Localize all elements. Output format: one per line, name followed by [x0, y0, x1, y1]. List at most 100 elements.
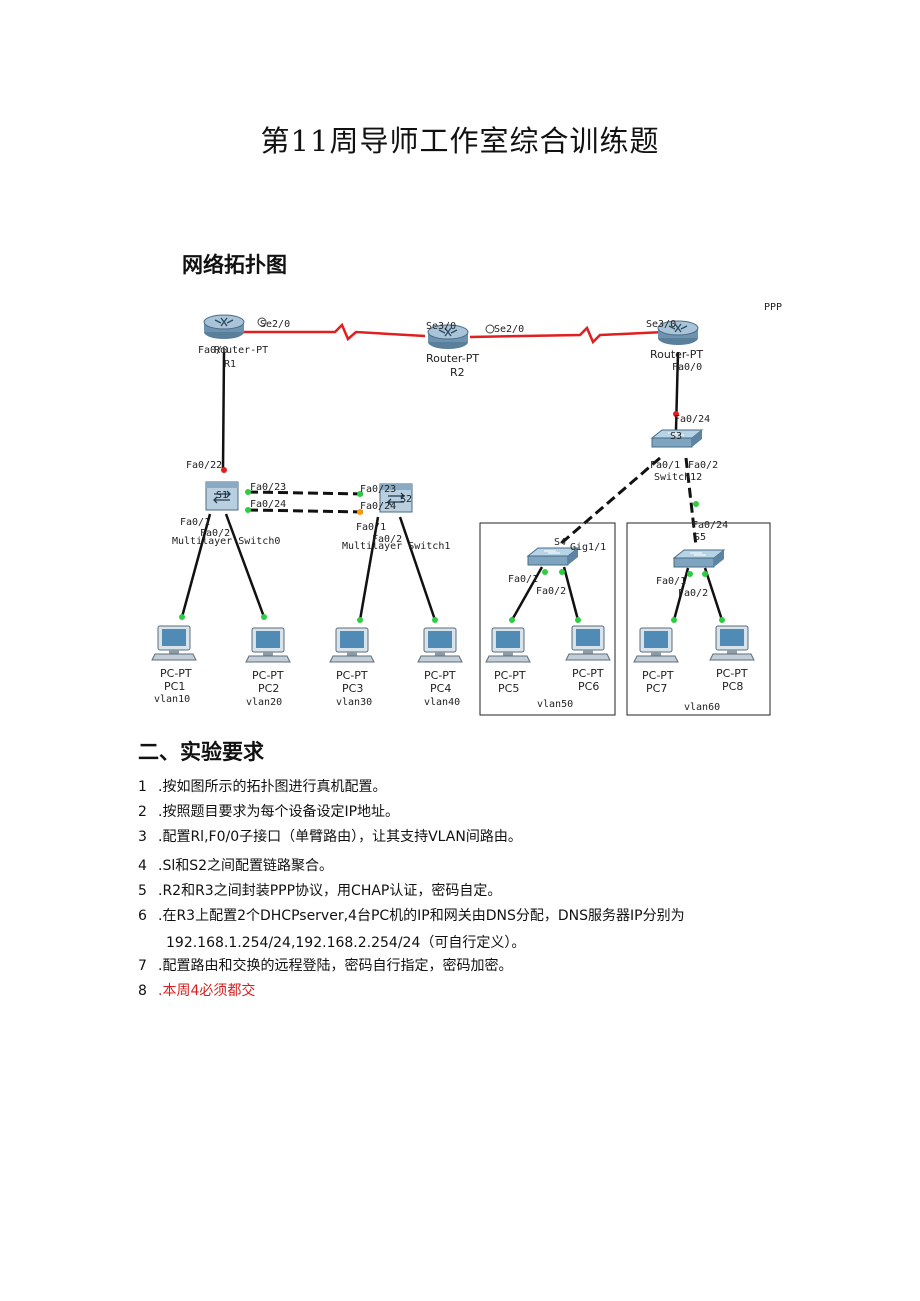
- s1-model-label: Multilayer Switch0: [172, 536, 280, 547]
- pc-pc4[interactable]: PC-PT PC4 vlan40: [417, 627, 463, 708]
- pc4-name: PC4: [430, 682, 451, 695]
- serial-link-r2-r3: [469, 325, 666, 345]
- link-r3-s3: [674, 351, 680, 431]
- pc7-type: PC-PT: [642, 669, 674, 682]
- s3-port-label: Fa0/24: [674, 414, 710, 425]
- ppp-label: PPP: [764, 302, 782, 313]
- s2-model-label: Multilayer Switch1: [342, 541, 450, 552]
- pc6-name: PC6: [578, 680, 599, 693]
- pc-pc8[interactable]: PC-PT PC8: [709, 625, 755, 693]
- s3-port-label: Fa0/1: [650, 460, 680, 471]
- pc2-vlan: vlan20: [246, 697, 282, 708]
- s3-model-label: Switch12: [654, 472, 702, 483]
- pc-pc7[interactable]: PC-PT PC7: [633, 627, 679, 695]
- link-s4-pc6: [562, 566, 580, 621]
- link-s3-s4: [557, 456, 661, 548]
- pc4-type: PC-PT: [424, 669, 456, 682]
- r3-port-label: Se3/0: [646, 319, 676, 330]
- s5-port-label: Fa0/1: [656, 576, 686, 587]
- pc3-name: PC3: [342, 682, 363, 695]
- pc-pc2[interactable]: PC-PT PC2 vlan20: [245, 627, 291, 708]
- link-s5-pc8: [703, 567, 724, 621]
- s1-port-label: Fa0/23: [250, 482, 286, 493]
- vlan60-label: vlan60: [684, 702, 720, 713]
- s5-port-label: Fa0/2: [678, 588, 708, 599]
- pc1-vlan: vlan10: [154, 694, 190, 705]
- r1-type-label: Router-PT: [214, 345, 268, 356]
- s3-name-label: S3: [670, 431, 682, 442]
- vlan50-label: vlan50: [537, 699, 573, 710]
- pc3-vlan: vlan30: [336, 697, 372, 708]
- switch-s2[interactable]: S2 Fa0/23 Fa0/24 Fa0/1 Fa0/2 Multilayer …: [342, 483, 450, 552]
- router-r3[interactable]: Se3/0 Router-PT Fa0/0: [646, 319, 703, 373]
- r2-port-label: Se3/0: [426, 321, 456, 332]
- topology-heading: 网络拓扑图: [182, 253, 287, 277]
- router-r2[interactable]: Se3/0 Se2/0 Router-PT R2: [426, 321, 524, 379]
- etherchannel-link-2: [247, 508, 366, 514]
- s2-port-label: Fa0/2: [372, 534, 402, 545]
- pc-pc6[interactable]: PC-PT PC6: [565, 625, 611, 693]
- s1-port-label: Fa0/22: [186, 460, 222, 471]
- pc1-name: PC1: [164, 680, 185, 693]
- r1-port-label: Fa0/0: [198, 345, 228, 356]
- link-s4-pc5: [510, 566, 544, 621]
- switch-s3[interactable]: Fa0/24 S3 Fa0/1 Fa0/2 Switch12: [650, 414, 718, 483]
- pc-pc3[interactable]: PC-PT PC3 vlan30: [329, 627, 375, 708]
- vlan60-box: [626, 522, 771, 716]
- requirement-item: 2.按照题目要求为每个设备设定IP地址。: [138, 804, 400, 820]
- pc2-name: PC2: [258, 682, 279, 695]
- link-s1-pc1: [180, 513, 212, 618]
- serial-link-r1-r2: [238, 322, 426, 342]
- s4-port-label: Fa0/2: [536, 586, 566, 597]
- requirements-heading: 二、实验要求: [138, 740, 264, 764]
- page-title: 第11周导师工作室综合训练题: [260, 124, 660, 158]
- pc3-type: PC-PT: [336, 669, 368, 682]
- s4-port-label: Fa0/1: [508, 574, 538, 585]
- s5-port-label: Fa0/24: [692, 520, 728, 531]
- requirement-continuation: 192.168.1.254/24,192.168.2.254/24（可自行定义）…: [166, 935, 526, 951]
- r2-name-label: R2: [450, 366, 465, 379]
- pc4-vlan: vlan40: [424, 697, 460, 708]
- network-topology-diagram: vlan50 vlan60 PPP Se2/0 Fa0/0 Router-PT …: [151, 302, 782, 716]
- requirement-item: 5.R2和R3之间封装PPP协议，用CHAP认证，密码自定。: [138, 883, 502, 899]
- requirement-item: 4.Sl和S2之间配置链路聚合。: [138, 858, 334, 874]
- s1-name-label: S1: [216, 490, 228, 501]
- pc6-type: PC-PT: [572, 667, 604, 680]
- s4-name-label: S4: [554, 537, 566, 548]
- pc1-type: PC-PT: [160, 667, 192, 680]
- pc2-type: PC-PT: [252, 669, 284, 682]
- s2-port-label: Fa0/24: [360, 501, 396, 512]
- requirement-item: 1.按如图所示的拓扑图进行真机配置。: [138, 779, 387, 795]
- requirement-item: 3.配置Rl,F0/0子接口（单臂路由），让其支持VLAN间路由。: [138, 829, 522, 845]
- s1-port-label: Fa0/1: [180, 517, 210, 528]
- link-s1-pc2: [224, 513, 266, 618]
- s2-port-label: Fa0/1: [356, 522, 386, 533]
- s2-name-label: S2: [400, 494, 412, 505]
- switch-s5[interactable]: Fa0/24 S5 Fa0/1 Fa0/2: [656, 520, 728, 599]
- r3-port-label: Fa0/0: [672, 362, 702, 373]
- switch-s1[interactable]: S1 Fa0/22 Fa0/23 Fa0/24 Fa0/1 Fa0/2 Mult…: [172, 460, 286, 547]
- requirement-item: 8.本周4必须都交: [138, 983, 256, 999]
- r2-type-label: Router-PT: [426, 352, 479, 365]
- r3-type-label: Router-PT: [650, 348, 703, 361]
- requirement-item: 6.在R3上配置2个DHCPserver,4台PC机的IP和网关由DNS分配，D…: [138, 908, 685, 924]
- r1-port-label: Se2/0: [260, 319, 290, 330]
- link-indicators: [179, 411, 725, 623]
- router-r1[interactable]: Se2/0 Fa0/0 Router-PT R1: [198, 314, 290, 370]
- link-s2-pc3: [358, 516, 380, 621]
- requirement-item: 7.配置路由和交换的远程登陆，密码自行指定，密码加密。: [138, 958, 513, 974]
- link-s2-pc4: [398, 516, 437, 621]
- pc8-type: PC-PT: [716, 667, 748, 680]
- pc7-name: PC7: [646, 682, 667, 695]
- pc-pc5[interactable]: PC-PT PC5: [485, 627, 531, 695]
- link-s5-pc7: [672, 567, 690, 621]
- etherchannel-link-1: [247, 490, 366, 496]
- s1-port-label: Fa0/2: [200, 528, 230, 539]
- s1-port-label: Fa0/24: [250, 499, 286, 510]
- link-r1-s1: [221, 351, 226, 471]
- vlan50-box: [479, 522, 616, 716]
- pc-pc1[interactable]: PC-PT PC1 vlan10: [151, 625, 197, 705]
- switch-s4[interactable]: S4 Gig1/1 Fa0/1 Fa0/2: [508, 537, 606, 597]
- r2-port-label: Se2/0: [494, 324, 524, 335]
- pc5-name: PC5: [498, 682, 519, 695]
